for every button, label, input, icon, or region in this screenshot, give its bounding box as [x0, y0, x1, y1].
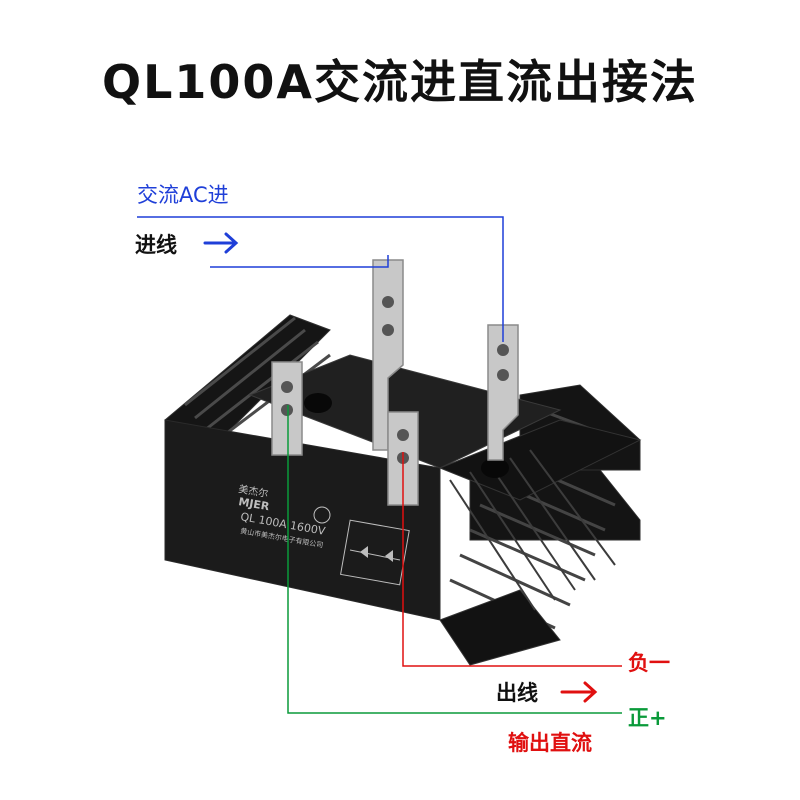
- bridge-schematic-icon: [340, 519, 410, 586]
- arrow-right-blue-icon: [203, 232, 239, 254]
- terminal-ac-1: [372, 259, 404, 451]
- dc-out-label: 输出直流: [508, 731, 592, 755]
- positive-wire: [287, 405, 622, 714]
- seal-logo-icon: [313, 506, 331, 524]
- line-out-label: 出线: [496, 681, 538, 705]
- mount-hole-left: [304, 393, 332, 413]
- page-title: QL100A交流进直流出接法: [101, 55, 699, 109]
- negative-label: 负一: [628, 651, 670, 675]
- front-fins: [438, 419, 642, 666]
- terminal-positive: [271, 361, 303, 456]
- mount-hole-right: [481, 458, 509, 478]
- line-in-label: 进线: [135, 233, 177, 257]
- negative-wire: [402, 452, 622, 667]
- ac-wire-2: [137, 216, 504, 342]
- front-fin-lines: [449, 449, 616, 611]
- ac-in-label: 交流AC进: [137, 183, 229, 207]
- positive-label: 正+: [628, 706, 667, 730]
- ac-wire-1: [210, 255, 389, 268]
- arrow-right-red-icon: [560, 681, 598, 703]
- brand-en-text: MJER: [237, 495, 270, 513]
- terminal-ac-2: [487, 324, 519, 461]
